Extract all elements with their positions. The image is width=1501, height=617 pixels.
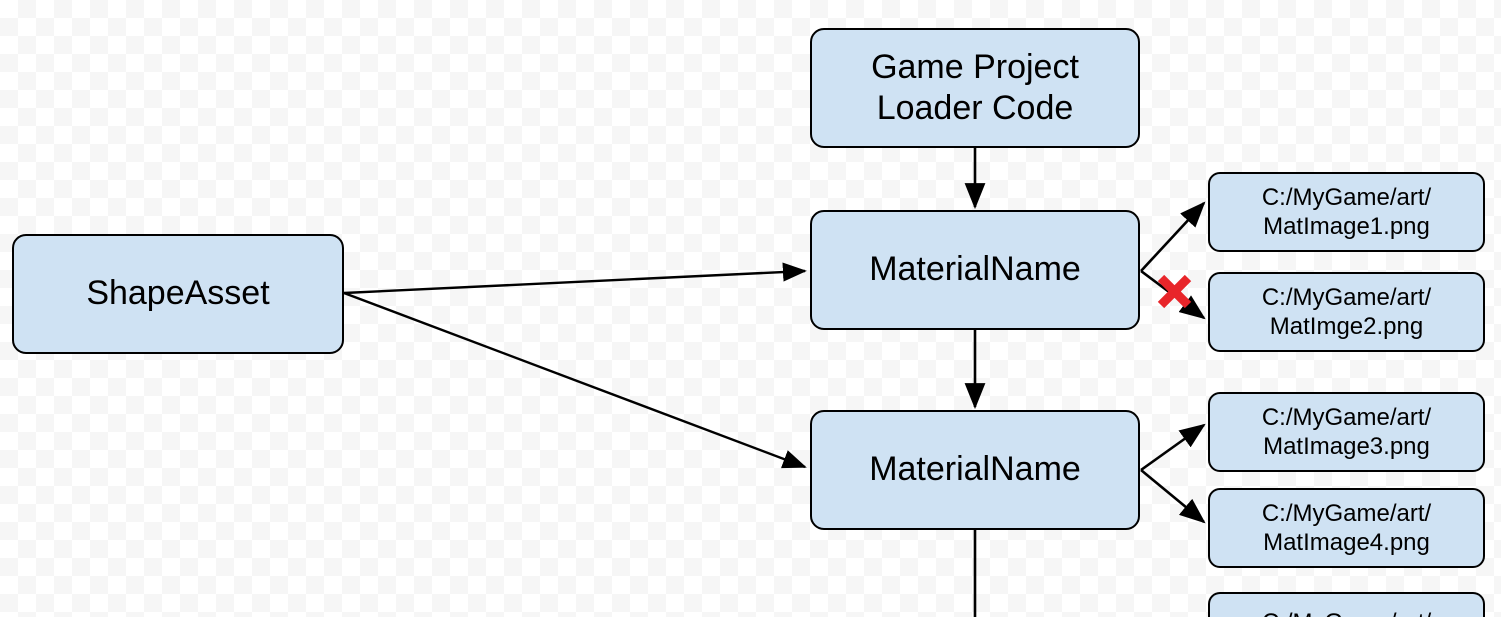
node-material-name-1[interactable]: MaterialName — [810, 210, 1140, 330]
node-path-matimage1[interactable]: C:/MyGame/art/ MatImage1.png — [1208, 172, 1485, 252]
edge-material-1-to-path-2 — [1140, 269, 1206, 320]
node-path-partial[interactable]: C:/MyGame/art/ — [1208, 592, 1485, 617]
node-game-project-loader-code[interactable]: Game Project Loader Code — [810, 28, 1140, 148]
node-path-matimage3[interactable]: C:/MyGame/art/ MatImage3.png — [1208, 392, 1485, 472]
node-material-name-2[interactable]: MaterialName — [810, 410, 1140, 530]
node-path-matimage4[interactable]: C:/MyGame/art/ MatImage4.png — [1208, 488, 1485, 568]
edge-shape-to-material-1 — [343, 262, 807, 295]
edge-material-2-to-path-3 — [1140, 423, 1206, 472]
edge-material-2-to-path-4 — [1140, 468, 1206, 524]
red-x-mark — [1157, 274, 1192, 309]
node-path-matimge2[interactable]: C:/MyGame/art/ MatImge2.png — [1208, 272, 1485, 352]
edge-material-1-to-path-1 — [1140, 201, 1206, 272]
edge-shape-to-material-2 — [343, 291, 807, 469]
node-shape-asset[interactable]: ShapeAsset — [12, 234, 344, 354]
